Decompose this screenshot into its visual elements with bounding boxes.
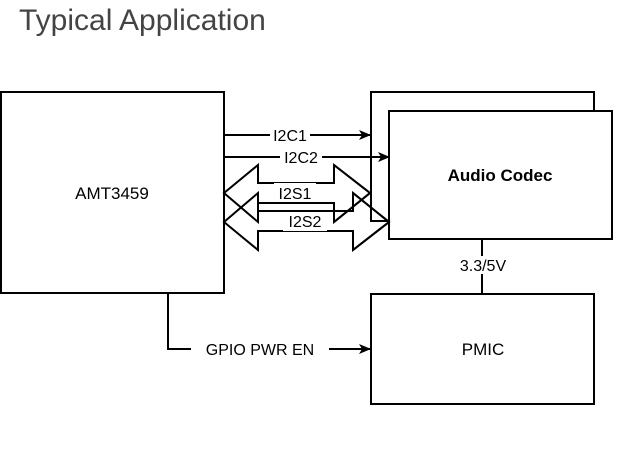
power-label-bg bbox=[452, 256, 514, 274]
codec-label: Audio Codec bbox=[448, 166, 553, 185]
i2c1-label-bg bbox=[270, 126, 310, 144]
pmic-label: PMIC bbox=[462, 340, 505, 359]
i2c1-label: I2C1 bbox=[273, 128, 307, 145]
power-label: 3.3/5V bbox=[460, 258, 507, 275]
i2c1-connection: I2C1 bbox=[224, 126, 371, 145]
i2s2-right-head bbox=[352, 192, 391, 251]
i2s1-label: I2S1 bbox=[279, 186, 312, 203]
diagram-title: Typical Application bbox=[19, 4, 266, 37]
gpio-connection: GPIO PWR EN bbox=[167, 293, 371, 359]
power-connection: 3.3/5V bbox=[452, 239, 514, 294]
pmic-box bbox=[370, 293, 595, 405]
i2s2-label: I2S2 bbox=[289, 214, 322, 231]
i2s1-label-bg bbox=[274, 183, 316, 202]
pmic-block: PMIC bbox=[370, 293, 595, 405]
i2c2-connection: I2C2 bbox=[224, 148, 390, 167]
i2c2-label-bg bbox=[280, 148, 322, 166]
codec-front-box bbox=[388, 110, 613, 240]
soc-label: AMT3459 bbox=[75, 184, 149, 203]
gpio-label: GPIO PWR EN bbox=[206, 342, 314, 359]
i2s2-label-bg bbox=[283, 212, 327, 231]
i2c2-label: I2C2 bbox=[284, 150, 318, 167]
soc-block: AMT3459 bbox=[0, 91, 225, 294]
i2s1-right-head bbox=[333, 164, 372, 223]
soc-box bbox=[0, 91, 225, 294]
codec-front: Audio Codec bbox=[388, 110, 613, 240]
gpio-label-bg bbox=[191, 340, 329, 358]
